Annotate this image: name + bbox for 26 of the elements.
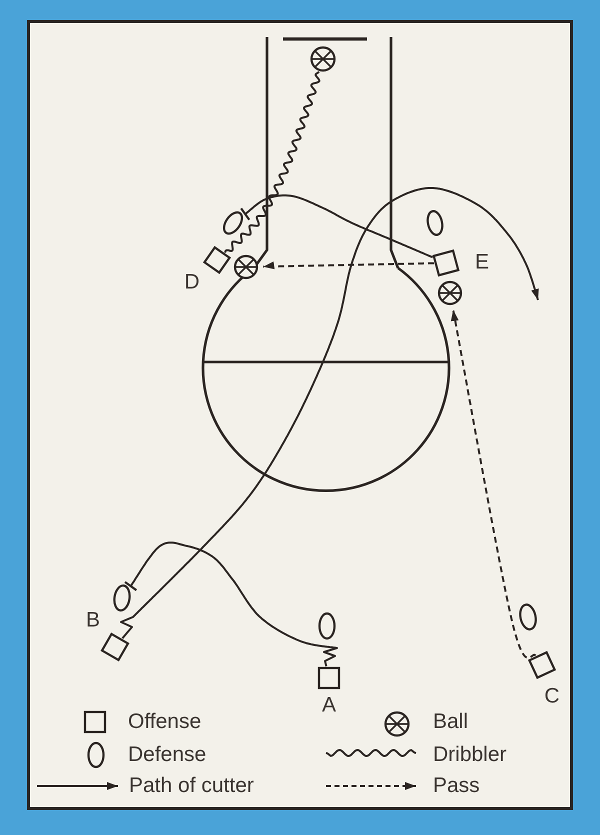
legend-label: Offense	[128, 711, 202, 733]
pass-arrow	[450, 310, 536, 659]
ball-icon	[438, 280, 462, 306]
player-letter: C	[544, 686, 560, 706]
player-letter: B	[86, 610, 100, 630]
legend-label: Path of cutter	[129, 775, 254, 797]
defense-oval-icon	[222, 211, 244, 235]
screen-line	[240, 194, 434, 258]
pass-arrow	[263, 261, 434, 270]
defense-oval-icon	[426, 210, 444, 236]
legend-label: Pass	[433, 775, 480, 797]
legend-label: Dribbler	[433, 744, 507, 766]
defense-oval-icon	[113, 584, 131, 612]
dribble-wavy-line	[224, 70, 320, 254]
screen-line	[124, 542, 338, 667]
defense-oval-icon	[318, 612, 336, 640]
player-letter: A	[322, 694, 336, 716]
legend-label: Ball	[433, 711, 468, 733]
ball-icon	[234, 254, 258, 280]
cut-path-arrow	[120, 187, 539, 639]
player-letter: D	[184, 272, 200, 292]
ball-icon	[310, 46, 336, 72]
player-letter: E	[475, 252, 489, 272]
defense-oval-icon	[519, 604, 537, 630]
legend-label: Defense	[128, 744, 206, 766]
offense-square-icon	[318, 666, 340, 690]
